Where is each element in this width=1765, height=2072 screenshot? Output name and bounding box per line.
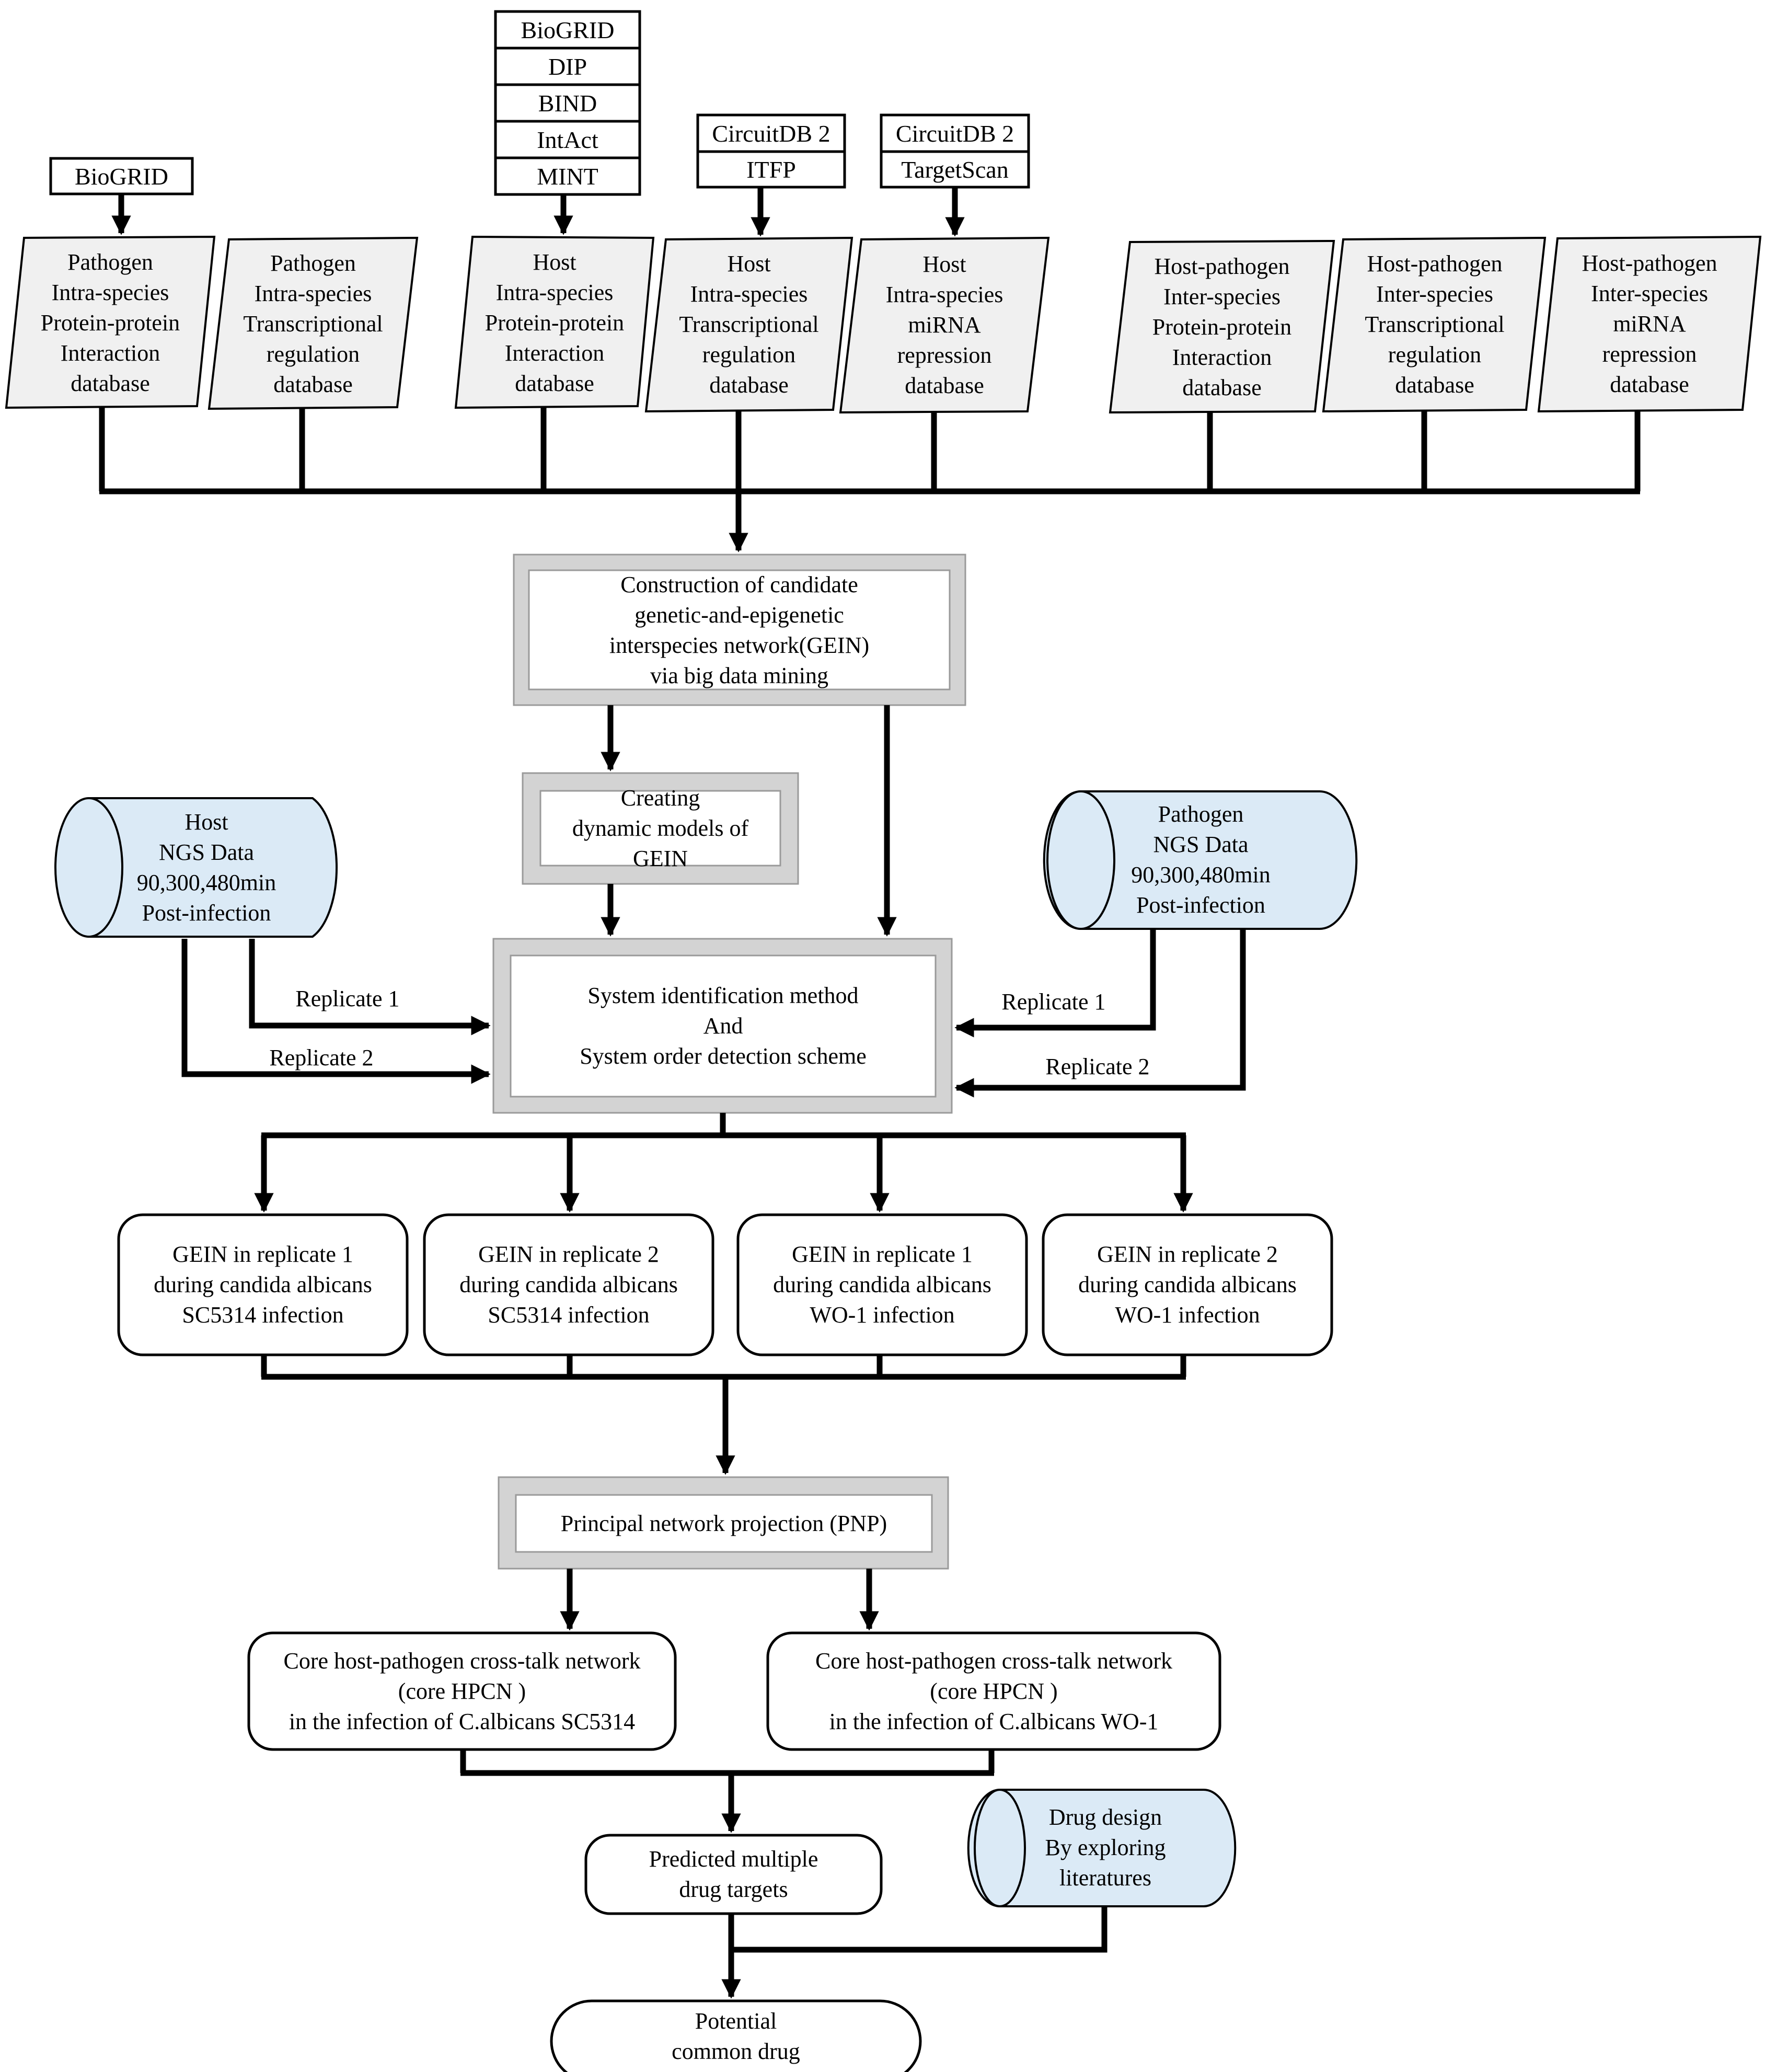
pnp-inner bbox=[515, 1494, 933, 1553]
arrow-pathogen-replicate-1 bbox=[954, 929, 1156, 1038]
host-replicate-2-label: Replicate 2 bbox=[269, 1044, 374, 1070]
core-to-targets-bus bbox=[460, 1749, 995, 1833]
connectors bbox=[99, 187, 1641, 1999]
dynamic-inner bbox=[539, 790, 781, 867]
source-itfp: ITFP bbox=[746, 156, 796, 183]
source-targetscan: TargetScan bbox=[901, 156, 1009, 183]
db-shape-hp-mirna bbox=[1537, 235, 1762, 413]
source-biogrid-host: BioGRID bbox=[521, 16, 615, 43]
db-shape-host-tr bbox=[644, 236, 853, 413]
gein-to-pnp-bus bbox=[261, 1355, 1186, 1475]
source-circuitdb-tr: CircuitDB 2 bbox=[712, 120, 830, 147]
cylinder-drug-design bbox=[967, 1789, 1237, 1907]
construction-inner bbox=[528, 569, 951, 690]
pathogen-replicate-1-label: Replicate 1 bbox=[1001, 988, 1106, 1015]
targets-to-potential bbox=[721, 1906, 1108, 1999]
source-biogrid-pathogen: BioGRID bbox=[75, 163, 168, 190]
arrow-pathogen-replicate-2 bbox=[954, 929, 1246, 1098]
arrow-host-replicate-2 bbox=[181, 939, 491, 1084]
pnp-label: Principal network projection (PNP) bbox=[560, 1511, 887, 1536]
host-replicate-1-label: Replicate 1 bbox=[295, 985, 400, 1011]
core-label-2: Core host-pathogen cross-talk network(co… bbox=[815, 1648, 1173, 1734]
pathogen-replicate-2-label: Replicate 2 bbox=[1045, 1053, 1150, 1079]
database-bus bbox=[99, 408, 1641, 552]
source-circuitdb-mirna: CircuitDB 2 bbox=[895, 120, 1014, 147]
gein-box-4 bbox=[1042, 1213, 1333, 1356]
source-box-host-mirna bbox=[880, 113, 1030, 189]
cylinder-host-ngs bbox=[54, 797, 338, 938]
core-label-1: Core host-pathogen cross-talk network(co… bbox=[283, 1648, 641, 1734]
system-id-inner bbox=[510, 954, 937, 1098]
db-shape-host-mirna bbox=[839, 236, 1050, 414]
cylinder-pathogen-ngs bbox=[1043, 790, 1358, 930]
db-shape-hp-tr bbox=[1322, 236, 1547, 413]
source-box-host-tr bbox=[696, 113, 846, 189]
db-shape-pathogen-tr bbox=[207, 236, 419, 410]
db-shape-host-ppi bbox=[454, 235, 655, 409]
system-to-gein-bus bbox=[254, 1113, 1193, 1213]
source-mint: MINT bbox=[537, 163, 598, 190]
db-shape-hp-ppi bbox=[1109, 239, 1335, 414]
source-bind: BIND bbox=[538, 89, 597, 117]
source-box-host-ppi bbox=[494, 10, 641, 196]
arrow-host-replicate-1 bbox=[249, 939, 491, 1035]
source-dip: DIP bbox=[548, 53, 587, 80]
source-intact: IntAct bbox=[537, 126, 598, 153]
db-shape-pathogen-ppi bbox=[5, 235, 216, 409]
potential-box bbox=[550, 1999, 922, 2072]
